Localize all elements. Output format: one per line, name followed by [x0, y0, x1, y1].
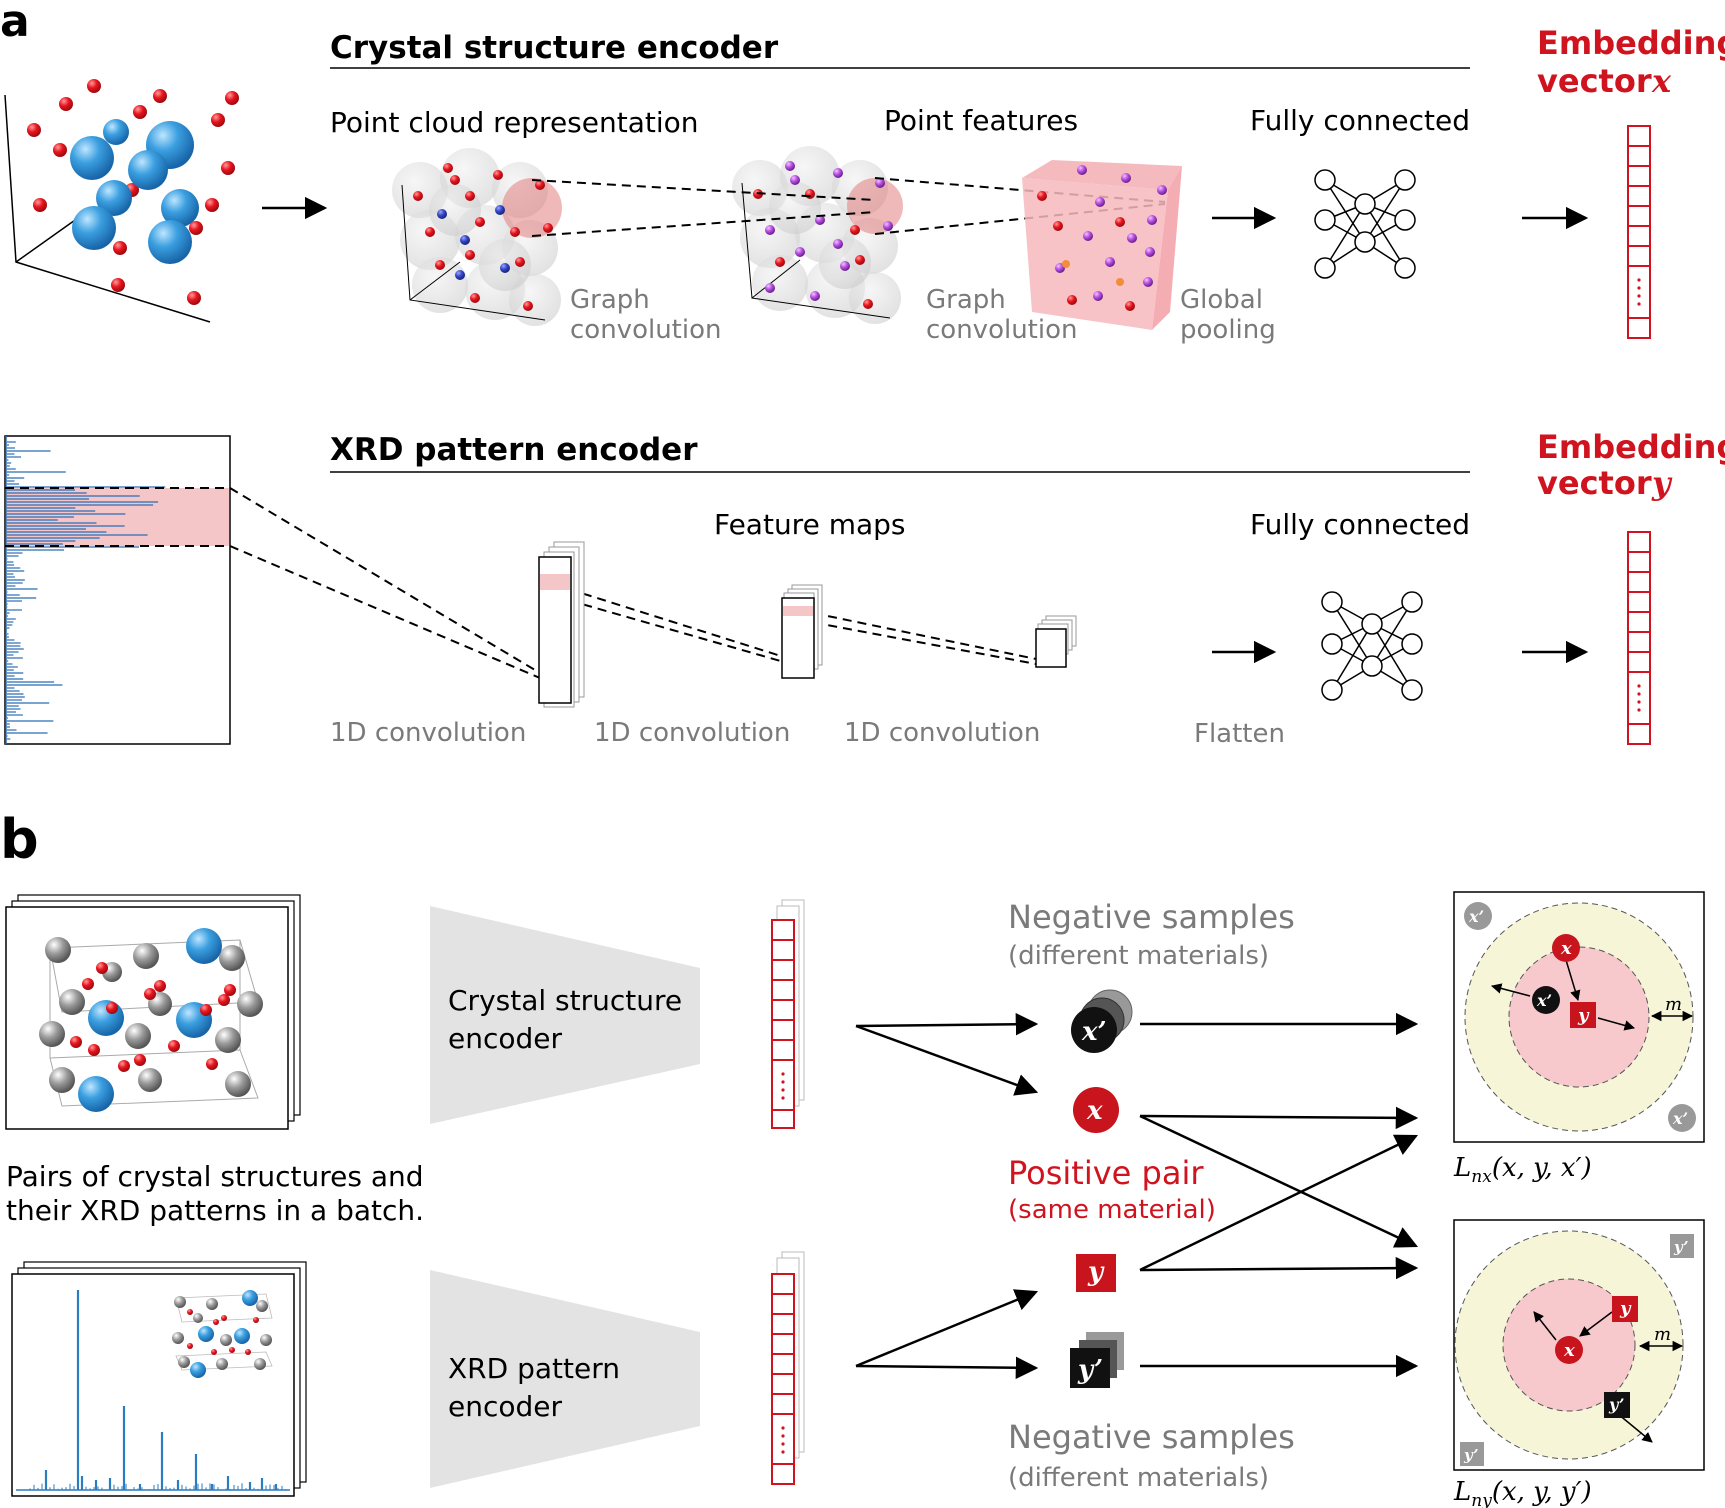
svg-text:x’: x’: [1672, 1109, 1688, 1128]
embedding-x-title: Embedding vector: [1537, 24, 1725, 100]
negative-bottom-sub: (different materials): [1008, 1463, 1269, 1493]
svg-text:y: y: [1619, 1298, 1632, 1319]
svg-text:x: x: [1563, 1340, 1575, 1361]
loss-diagram-ny: y’ y’ m y x y’: [1453, 1219, 1705, 1471]
svg-text:y: y: [1087, 1257, 1105, 1287]
xrd-encoder-trapezoid: [430, 1270, 700, 1488]
point-features-cloud: [732, 146, 903, 324]
svg-text:y: y: [1577, 1005, 1590, 1026]
graph-conv-1-label: Graph convolution: [570, 285, 721, 345]
xrd-fully-connected-label: Fully connected: [1250, 508, 1470, 541]
positive-pair-sub: (same material): [1008, 1195, 1216, 1225]
svg-text:m: m: [1665, 994, 1682, 1015]
conv-1d-label-3: 1D convolution: [844, 718, 1040, 748]
point-features-label: Point features: [884, 104, 1078, 137]
embedding-vector-y: [1627, 531, 1651, 745]
xrd-highlight-dashes: [5, 487, 1037, 679]
fully-connected-network-xrd: [1321, 591, 1423, 701]
feature-map-stack-3: [1035, 615, 1077, 668]
panel-b-letter: b: [0, 808, 39, 871]
loss-diagram-nx: x’ x’ m x x’ y: [1453, 891, 1705, 1143]
embedding-y-title: Embedding vector: [1537, 428, 1725, 502]
global-pooling-cube: [1022, 160, 1182, 330]
crystal-encoder-trapezoid: [430, 906, 700, 1124]
svg-text:x: x: [1560, 938, 1572, 959]
point-cloud-representation: [392, 148, 562, 326]
svg-text:m: m: [1654, 1324, 1671, 1345]
batch-embedding-x: [771, 899, 805, 1129]
svg-text:y’: y’: [1463, 1446, 1479, 1464]
flatten-label: Flatten: [1194, 719, 1285, 749]
svg-text:y’: y’: [1673, 1238, 1689, 1256]
global-pooling-label: Global pooling: [1180, 285, 1276, 345]
xrd-encoder-label: XRD pattern encoder: [448, 1352, 629, 1423]
svg-text:x’: x’: [1468, 907, 1484, 926]
y-positive-token: y: [1076, 1254, 1116, 1292]
svg-text:x’: x’: [1536, 991, 1552, 1010]
feature-maps-label: Feature maps: [714, 508, 906, 541]
batch-caption: Pairs of crystal structures and their XR…: [6, 1160, 432, 1227]
y-negative-token: y’: [1070, 1332, 1124, 1388]
xrd-pattern-input: [4, 435, 231, 745]
loss-ny-label: Lny(x, y, y′): [1453, 1477, 1592, 1508]
negative-top-title: Negative samples: [1008, 898, 1295, 936]
panel-a-letter: a: [0, 0, 30, 47]
x-positive-token: x: [1073, 1087, 1119, 1133]
fully-connected-network-crystal: [1314, 169, 1416, 279]
x-negative-token: x’: [1071, 989, 1133, 1053]
batch-arrows: [855, 1012, 1419, 1380]
negative-bottom-title: Negative samples: [1008, 1418, 1295, 1456]
xrd-encoder-title: XRD pattern encoder: [330, 432, 698, 468]
embedding-x-symbol: x: [1651, 62, 1672, 100]
embedding-y-symbol: y: [1651, 464, 1673, 502]
crystal-encoder-title: Crystal structure encoder: [330, 30, 779, 66]
crystal-encoder-label: Crystal structure encoder: [448, 984, 691, 1055]
batch-crystal-stack: [5, 894, 301, 1130]
feature-map-stack-2: [781, 584, 823, 679]
positive-pair-title: Positive pair: [1008, 1154, 1204, 1192]
svg-text:y’: y’: [1608, 1395, 1624, 1414]
conv-1d-label-2: 1D convolution: [594, 718, 790, 748]
batch-xrd-stack: [11, 1261, 307, 1497]
embedding-vector-x: [1627, 125, 1651, 339]
point-cloud-label: Point cloud representation: [330, 106, 699, 139]
batch-embedding-y: [771, 1251, 805, 1485]
negative-top-sub: (different materials): [1008, 941, 1269, 971]
graph-conv-2-label: Graph convolution: [926, 285, 1077, 345]
crystal-structure-3d: [4, 79, 239, 323]
feature-map-stack-1: [538, 541, 585, 708]
loss-nx-label: Lnx(x, y, x′): [1453, 1153, 1592, 1187]
crystal-fully-connected-label: Fully connected: [1250, 104, 1470, 137]
conv-1d-label-1: 1D convolution: [330, 718, 526, 748]
svg-text:x’: x’: [1081, 1017, 1107, 1047]
svg-text:y’: y’: [1077, 1355, 1103, 1385]
svg-text:x: x: [1086, 1096, 1103, 1126]
